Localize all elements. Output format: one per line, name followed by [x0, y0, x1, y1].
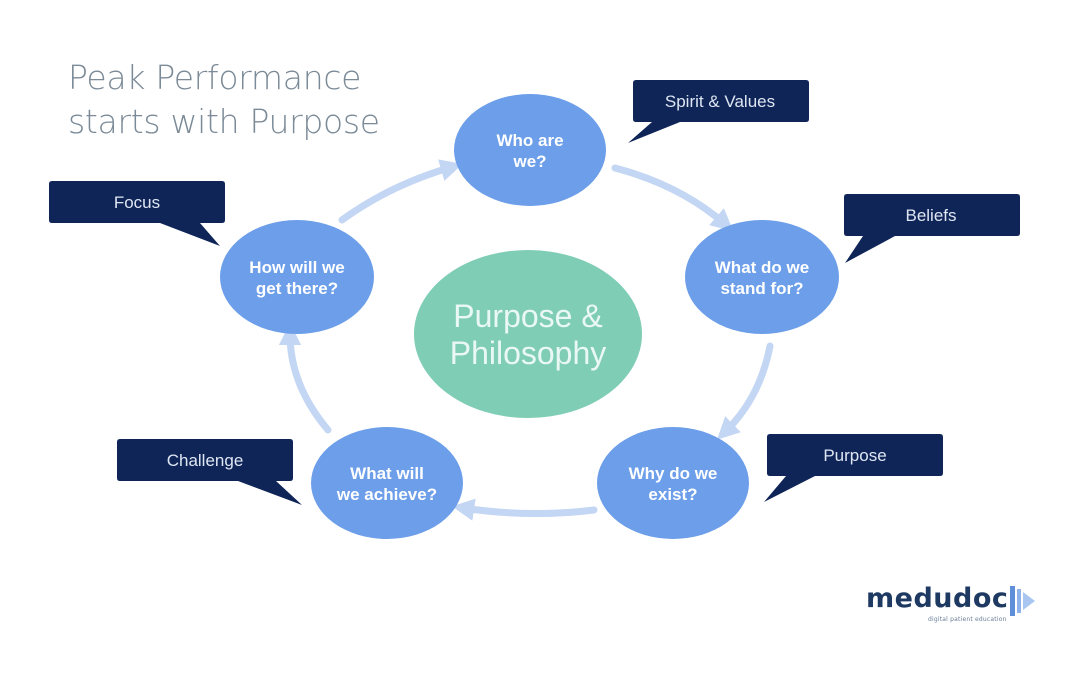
callout-label: Spirit & Values [665, 92, 775, 111]
node-label-line-1: What do we [715, 258, 809, 277]
node-label-line-2: we achieve? [336, 485, 437, 504]
arrow-exist-to-achieve [451, 498, 598, 521]
title-line-2: starts with Purpose [68, 102, 380, 141]
node-label-line-1: How will we [249, 258, 344, 277]
callout-spirit-values: Spirit & Values [628, 80, 809, 143]
node-label-line-2: exist? [648, 485, 697, 504]
callout-beliefs: Beliefs [844, 194, 1020, 263]
title-line-1: Peak Performance [68, 58, 362, 97]
node-what-do-we-stand-for: What do we stand for? [685, 220, 839, 334]
node-what-will-we-achieve: What will we achieve? [311, 427, 463, 539]
node-label-line-1: Who are [496, 131, 563, 150]
node-why-do-we-exist: Why do we exist? [597, 427, 749, 539]
node-how-will-we-get-there: How will we get there? [220, 220, 374, 334]
arrow-stand-to-exist [716, 342, 774, 440]
node-label-line-1: What will [350, 464, 424, 483]
node-label-line-2: we? [512, 152, 546, 171]
callout-purpose: Purpose [764, 434, 943, 502]
cycle-arrows [278, 159, 774, 521]
node-label-line-2: stand for? [720, 279, 803, 298]
callout-label: Purpose [823, 446, 886, 465]
callout-label: Focus [114, 193, 160, 212]
logo-wordmark: medudoc [866, 583, 1009, 614]
play-icon [1010, 586, 1035, 616]
slide-title: Peak Performance starts with Purpose [68, 56, 380, 144]
node-label-line-1: Why do we [629, 464, 718, 483]
medudoc-logo: medudoc digital patient education [866, 583, 1046, 631]
callout-label: Beliefs [905, 206, 956, 225]
arrow-achieve-to-how [278, 322, 332, 434]
logo-tagline: digital patient education [928, 616, 1007, 623]
callout-label: Challenge [167, 451, 244, 470]
node-label-line-2: get there? [256, 279, 338, 298]
arrow-how-to-who [338, 159, 463, 224]
callout-challenge: Challenge [117, 439, 302, 505]
center-hub: Purpose & Philosophy [414, 250, 642, 418]
center-line-1: Purpose & [453, 298, 602, 334]
callout-focus: Focus [49, 181, 225, 246]
node-who-are-we: Who are we? [454, 94, 606, 206]
center-line-2: Philosophy [450, 335, 607, 371]
arrow-who-to-stand [611, 164, 734, 232]
